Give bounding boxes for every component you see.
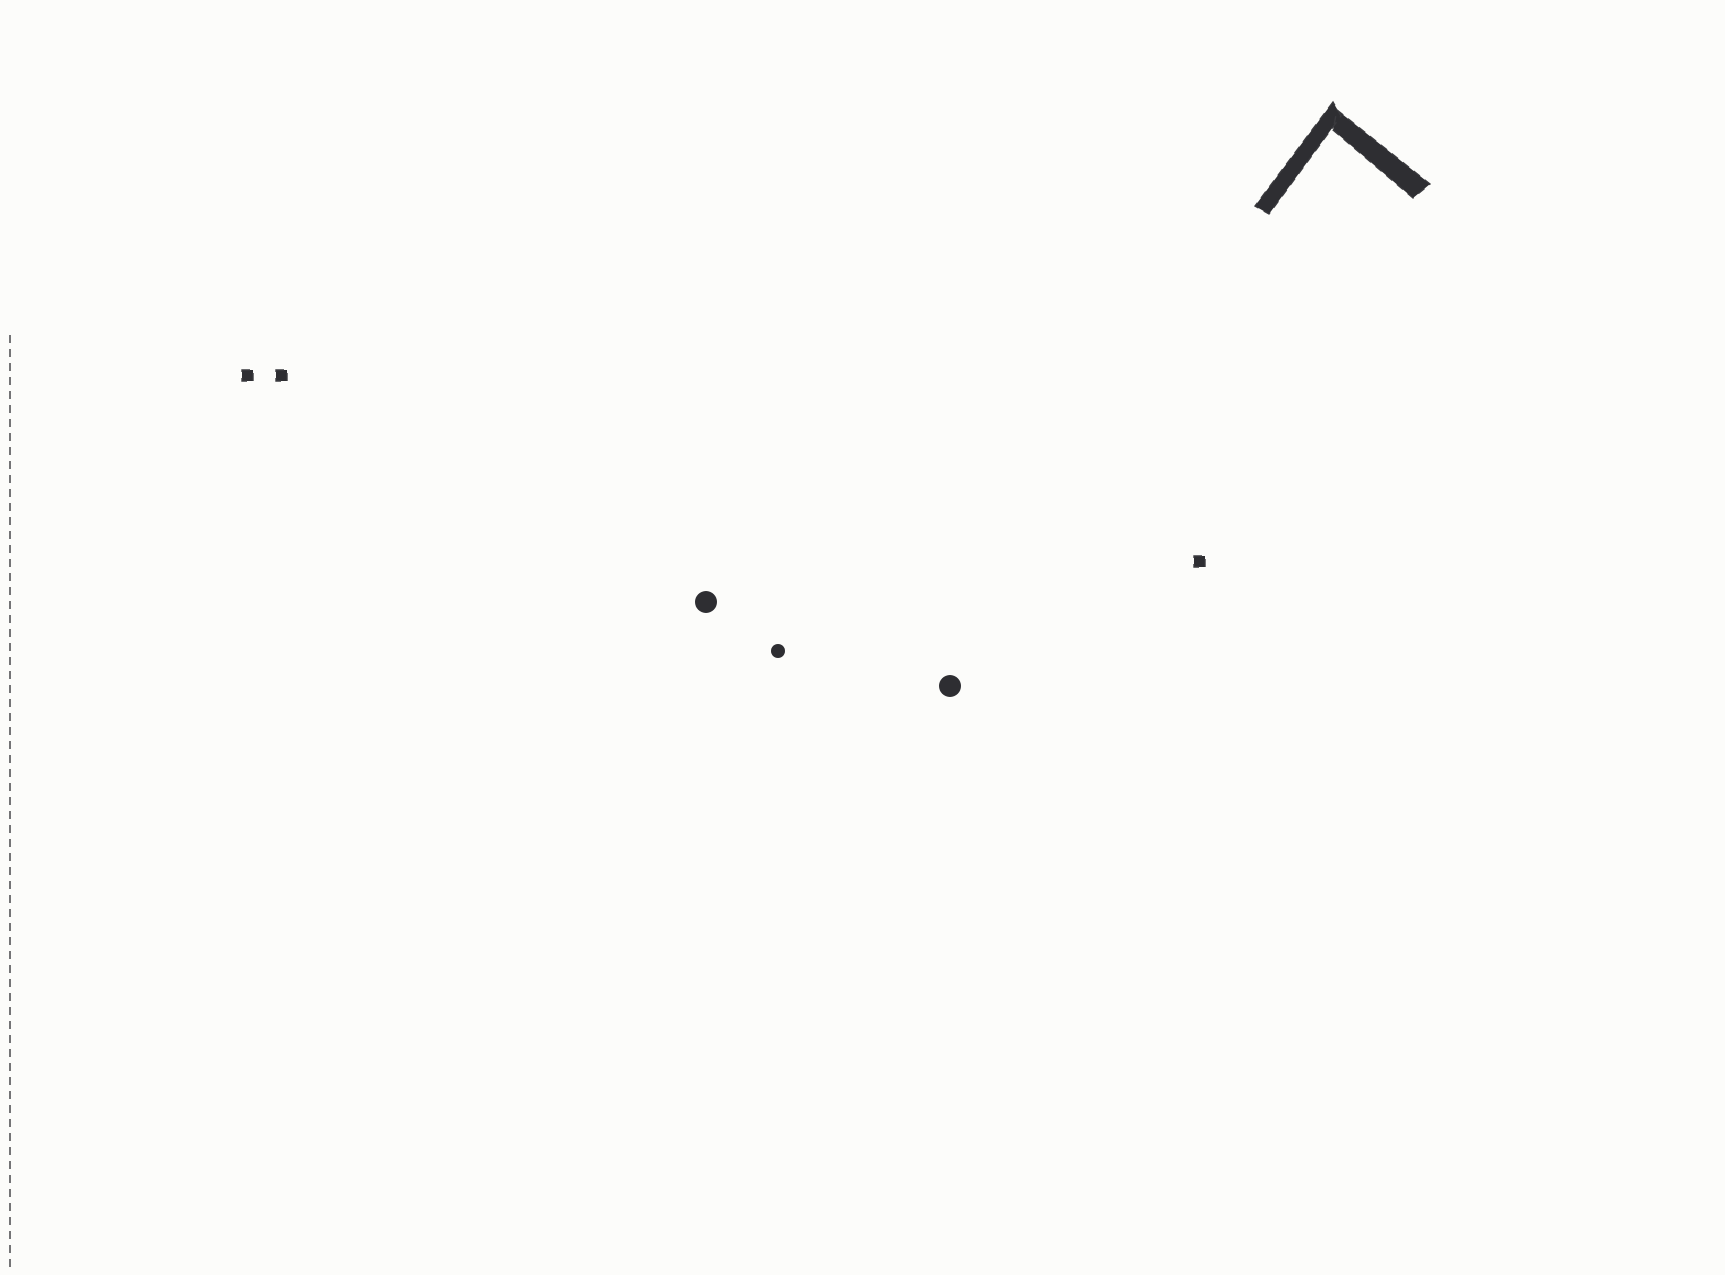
fills [242,102,1430,697]
dashed-rooflines [9,100,1432,1268]
